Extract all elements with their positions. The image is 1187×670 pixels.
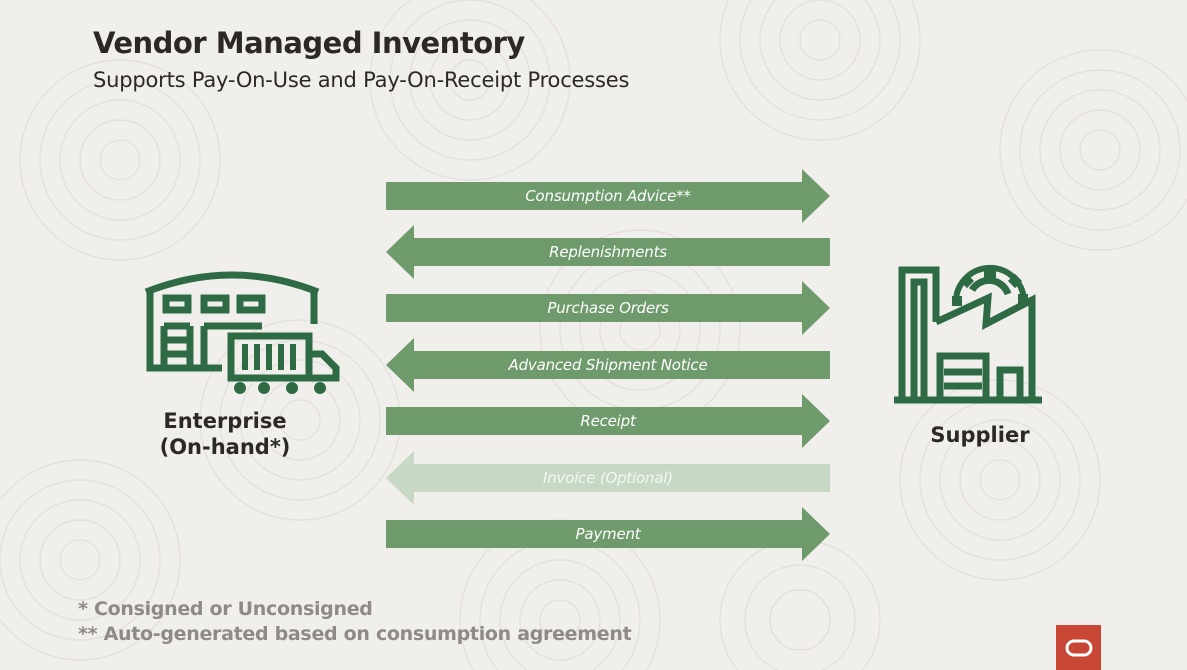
- flow-arrow-left: Advanced Shipment Notice: [386, 338, 830, 392]
- arrow-shape: [386, 281, 830, 335]
- factory-gear-icon: [894, 264, 1042, 404]
- flow-arrow-right: Consumption Advice**: [386, 169, 830, 223]
- flow-arrow-left: Replenishments: [386, 225, 830, 279]
- flow-label: Advanced Shipment Notice: [508, 356, 708, 374]
- oracle-logo-icon: [1056, 625, 1101, 670]
- flow-label: Invoice (Optional): [543, 469, 673, 487]
- flow-label: Purchase Orders: [547, 299, 669, 317]
- arrow-shape: [386, 451, 830, 505]
- arrow-shape: [386, 507, 830, 561]
- footnote-1: * Consigned or Unconsigned: [78, 598, 373, 620]
- enterprise-label: Enterprise (On-hand*): [140, 408, 310, 460]
- supplier-label: Supplier: [930, 423, 1030, 447]
- flow-label: Receipt: [580, 412, 636, 430]
- flow-label: Payment: [575, 525, 641, 543]
- flow-arrow-right: Receipt: [386, 394, 830, 448]
- enterprise-label-line2: (On-hand*): [159, 435, 291, 459]
- footnotes: * Consigned or Unconsigned ** Auto-gener…: [78, 597, 632, 647]
- page-subtitle: Supports Pay-On-Use and Pay-On-Receipt P…: [93, 68, 630, 92]
- flow-label: Consumption Advice**: [525, 187, 691, 205]
- enterprise-label-line1: Enterprise: [163, 409, 287, 433]
- warehouse-truck-icon: [144, 271, 340, 394]
- arrow-shape: [386, 394, 830, 448]
- arrow-shape: [386, 225, 830, 279]
- page-title: Vendor Managed Inventory: [93, 26, 525, 60]
- arrow-shape: [386, 169, 830, 223]
- flow-arrow-left: Invoice (Optional): [386, 451, 830, 505]
- footnote-2: ** Auto-generated based on consumption a…: [78, 623, 632, 645]
- arrow-shape: [386, 338, 830, 392]
- flow-arrow-right: Purchase Orders: [386, 281, 830, 335]
- flow-arrow-right: Payment: [386, 507, 830, 561]
- flow-label: Replenishments: [549, 243, 667, 261]
